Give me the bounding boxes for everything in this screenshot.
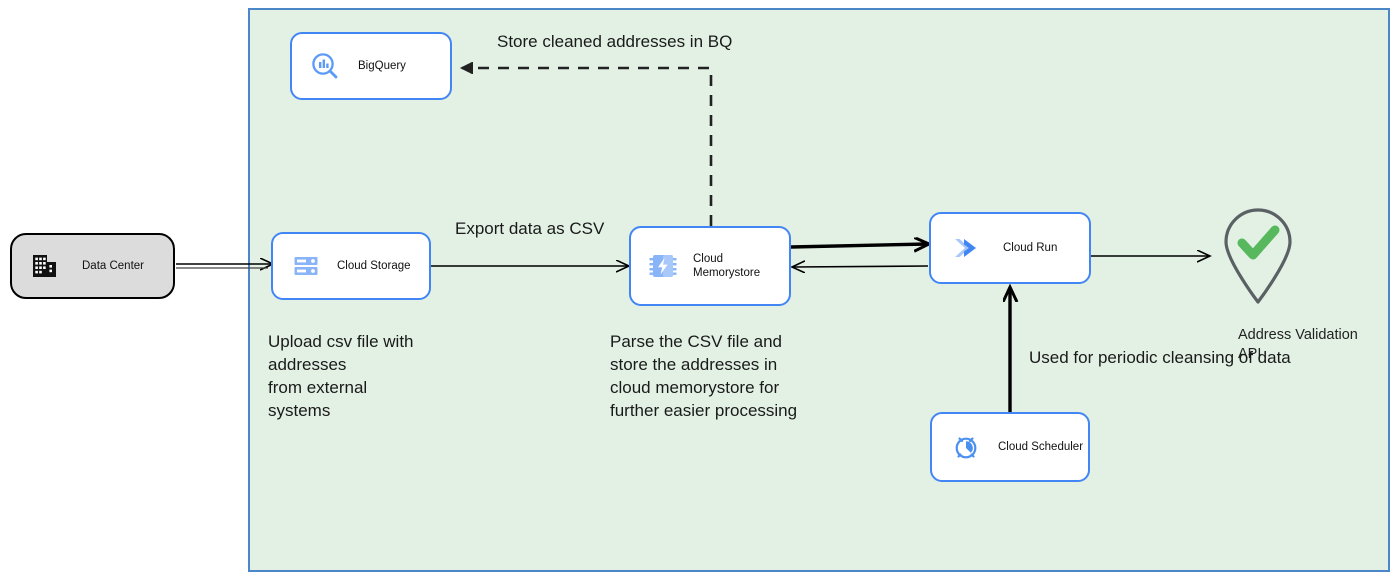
node-cloud-memorystore[interactable]: Cloud Memorystore xyxy=(629,226,791,306)
node-data-center[interactable]: Data Center xyxy=(10,233,175,299)
cloud-scheduler-clock-icon xyxy=(950,431,982,463)
node-label-cloud-scheduler: Cloud Scheduler xyxy=(998,440,1084,453)
note-upload-csv: Upload csv file with addresses from exte… xyxy=(268,332,414,420)
node-label-cloud-memorystore: Cloud Memorystore xyxy=(693,252,761,279)
map-pin-check-icon xyxy=(1218,206,1298,306)
node-cloud-scheduler[interactable]: Cloud Scheduler xyxy=(930,412,1090,482)
label-address-validation-api: Address Validation API xyxy=(1238,327,1358,362)
note-parse-csv: Parse the CSV file and store the address… xyxy=(610,332,798,420)
node-cloud-run[interactable]: Cloud Run xyxy=(929,212,1091,284)
bigquery-magnifier-icon xyxy=(308,49,342,83)
node-cloud-storage[interactable]: Cloud Storage xyxy=(271,232,431,300)
google-cloud-boundary xyxy=(248,8,1390,572)
node-label-cloud-storage: Cloud Storage xyxy=(337,259,411,272)
node-address-validation-api[interactable] xyxy=(1218,206,1298,306)
edge-label-store-cleaned-bq: Store cleaned addresses in BQ xyxy=(497,32,733,51)
node-bigquery[interactable]: BigQuery xyxy=(290,32,452,100)
datacenter-building-icon xyxy=(30,251,60,281)
node-label-cloud-run: Cloud Run xyxy=(1003,241,1058,254)
node-label-bigquery: BigQuery xyxy=(358,59,406,72)
edge-label-export-csv: Export data as CSV xyxy=(455,219,605,238)
cloud-run-chevron-icon xyxy=(949,231,983,265)
cloud-storage-bucket-icon xyxy=(291,251,321,281)
memorystore-chip-icon xyxy=(647,250,679,282)
node-label-data-center: Data Center xyxy=(82,259,145,272)
edge-label-periodic-cleansing: Used for periodic cleansing of data xyxy=(1029,348,1291,367)
